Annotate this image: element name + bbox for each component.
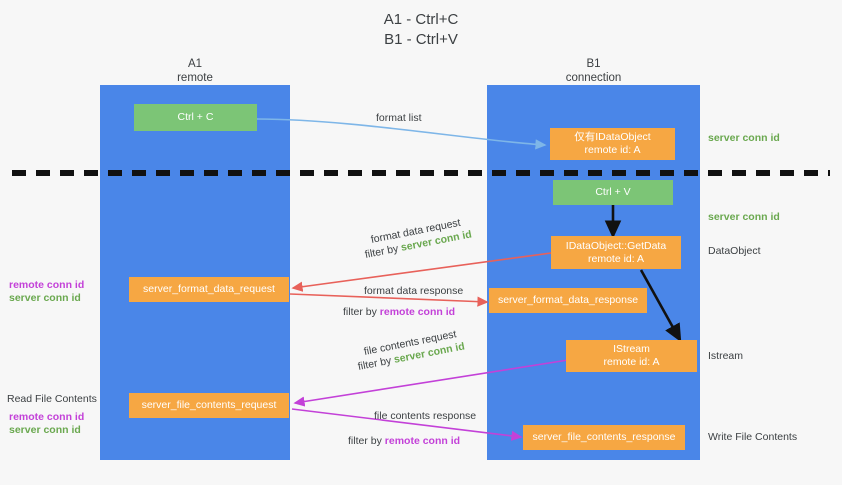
box-istream-line2: remote id: A	[603, 356, 660, 368]
arrow-label-file-contents-response-filter: filter by remote conn id	[348, 434, 460, 448]
box-ctrl-c-line1: Ctrl + C	[177, 111, 214, 123]
arrow-format-list	[256, 118, 547, 150]
label-server-conn-id-4: server conn id	[9, 424, 81, 436]
arrow-file-contents-response	[291, 408, 523, 441]
label-remote-conn-id-1: remote conn id	[9, 279, 85, 291]
arrow-label-format-data-response: format data response	[364, 285, 464, 297]
label-istream: Istream	[708, 350, 744, 362]
arrow-label-format-list: format list	[376, 112, 422, 124]
box-istream-line1: IStream	[613, 343, 650, 355]
arrow-file-contents-request	[293, 359, 569, 407]
box-idataobject-getdata[interactable]: IDataObject::GetData remote id: A	[551, 236, 681, 269]
arrow-label-file-contents-response: file contents response	[374, 410, 477, 422]
box-idataobject-first-line1: 仅有IDataObject	[574, 131, 651, 143]
box-server-format-data-response[interactable]: server_format_data_response	[489, 288, 647, 313]
label-server-conn-id-2: server conn id	[708, 211, 780, 223]
arrow-getdata-to-istream	[639, 269, 682, 343]
page-title: A1 - Ctrl+C B1 - Ctrl+V	[0, 10, 842, 50]
box-istream[interactable]: IStream remote id: A	[566, 340, 697, 372]
label-server-conn-id-3: server conn id	[9, 292, 81, 304]
box-getdata-line2: remote id: A	[587, 252, 645, 265]
box-server-format-data-response-label: server_format_data_response	[497, 294, 639, 306]
label-server-conn-id-1: server conn id	[708, 132, 780, 144]
box-ctrl-v[interactable]: Ctrl + V	[553, 180, 673, 205]
box-server-file-contents-request[interactable]: server_file_contents_request	[129, 393, 289, 418]
label-dataobject: DataObject	[708, 245, 761, 257]
box-server-file-contents-response[interactable]: server_file_contents_response	[523, 425, 685, 450]
column-a1-sub: remote	[177, 71, 213, 84]
label-write-file-contents: Write File Contents	[708, 431, 798, 443]
box-idataobject-first-line2: remote id: A	[584, 144, 641, 156]
filter-prefix-4: filter by	[348, 435, 385, 447]
column-a1-name: A1	[187, 58, 203, 70]
box-getdata-line1: IDataObject::GetData	[565, 239, 667, 252]
title-line-1: A1 - Ctrl+C	[383, 11, 459, 28]
arrow-label-format-data-response-filter: filter by remote conn id	[343, 305, 455, 319]
divider-dashed-line	[12, 170, 830, 176]
column-b1-sub: connection	[565, 71, 622, 84]
column-header-b1: B1 connection	[487, 58, 700, 85]
label-remote-conn-id-2: remote conn id	[9, 411, 85, 423]
box-idataobject-first[interactable]: 仅有IDataObject remote id: A	[550, 128, 675, 160]
arrow-format-data-request	[291, 252, 552, 292]
box-server-format-data-request-label: server_format_data_request	[143, 283, 275, 295]
filter-value-remote-conn-id-2: remote conn id	[384, 435, 461, 447]
box-ctrl-c[interactable]: Ctrl + C	[134, 104, 257, 131]
column-b1-name: B1	[586, 58, 601, 70]
filter-prefix-2: filter by	[343, 306, 380, 318]
box-server-format-data-request[interactable]: server_format_data_request	[129, 277, 289, 302]
box-ctrl-v-line1: Ctrl + V	[595, 186, 631, 198]
box-server-file-contents-request-label: server_file_contents_request	[141, 399, 277, 411]
column-header-a1: A1 remote	[100, 58, 290, 85]
filter-value-remote-conn-id-1: remote conn id	[379, 306, 456, 318]
arrow-format-data-response	[289, 293, 489, 307]
box-server-file-contents-response-label: server_file_contents_response	[532, 431, 676, 443]
title-line-2: B1 - Ctrl+V	[384, 31, 458, 48]
label-read-file-contents: Read File Contents	[7, 393, 97, 405]
